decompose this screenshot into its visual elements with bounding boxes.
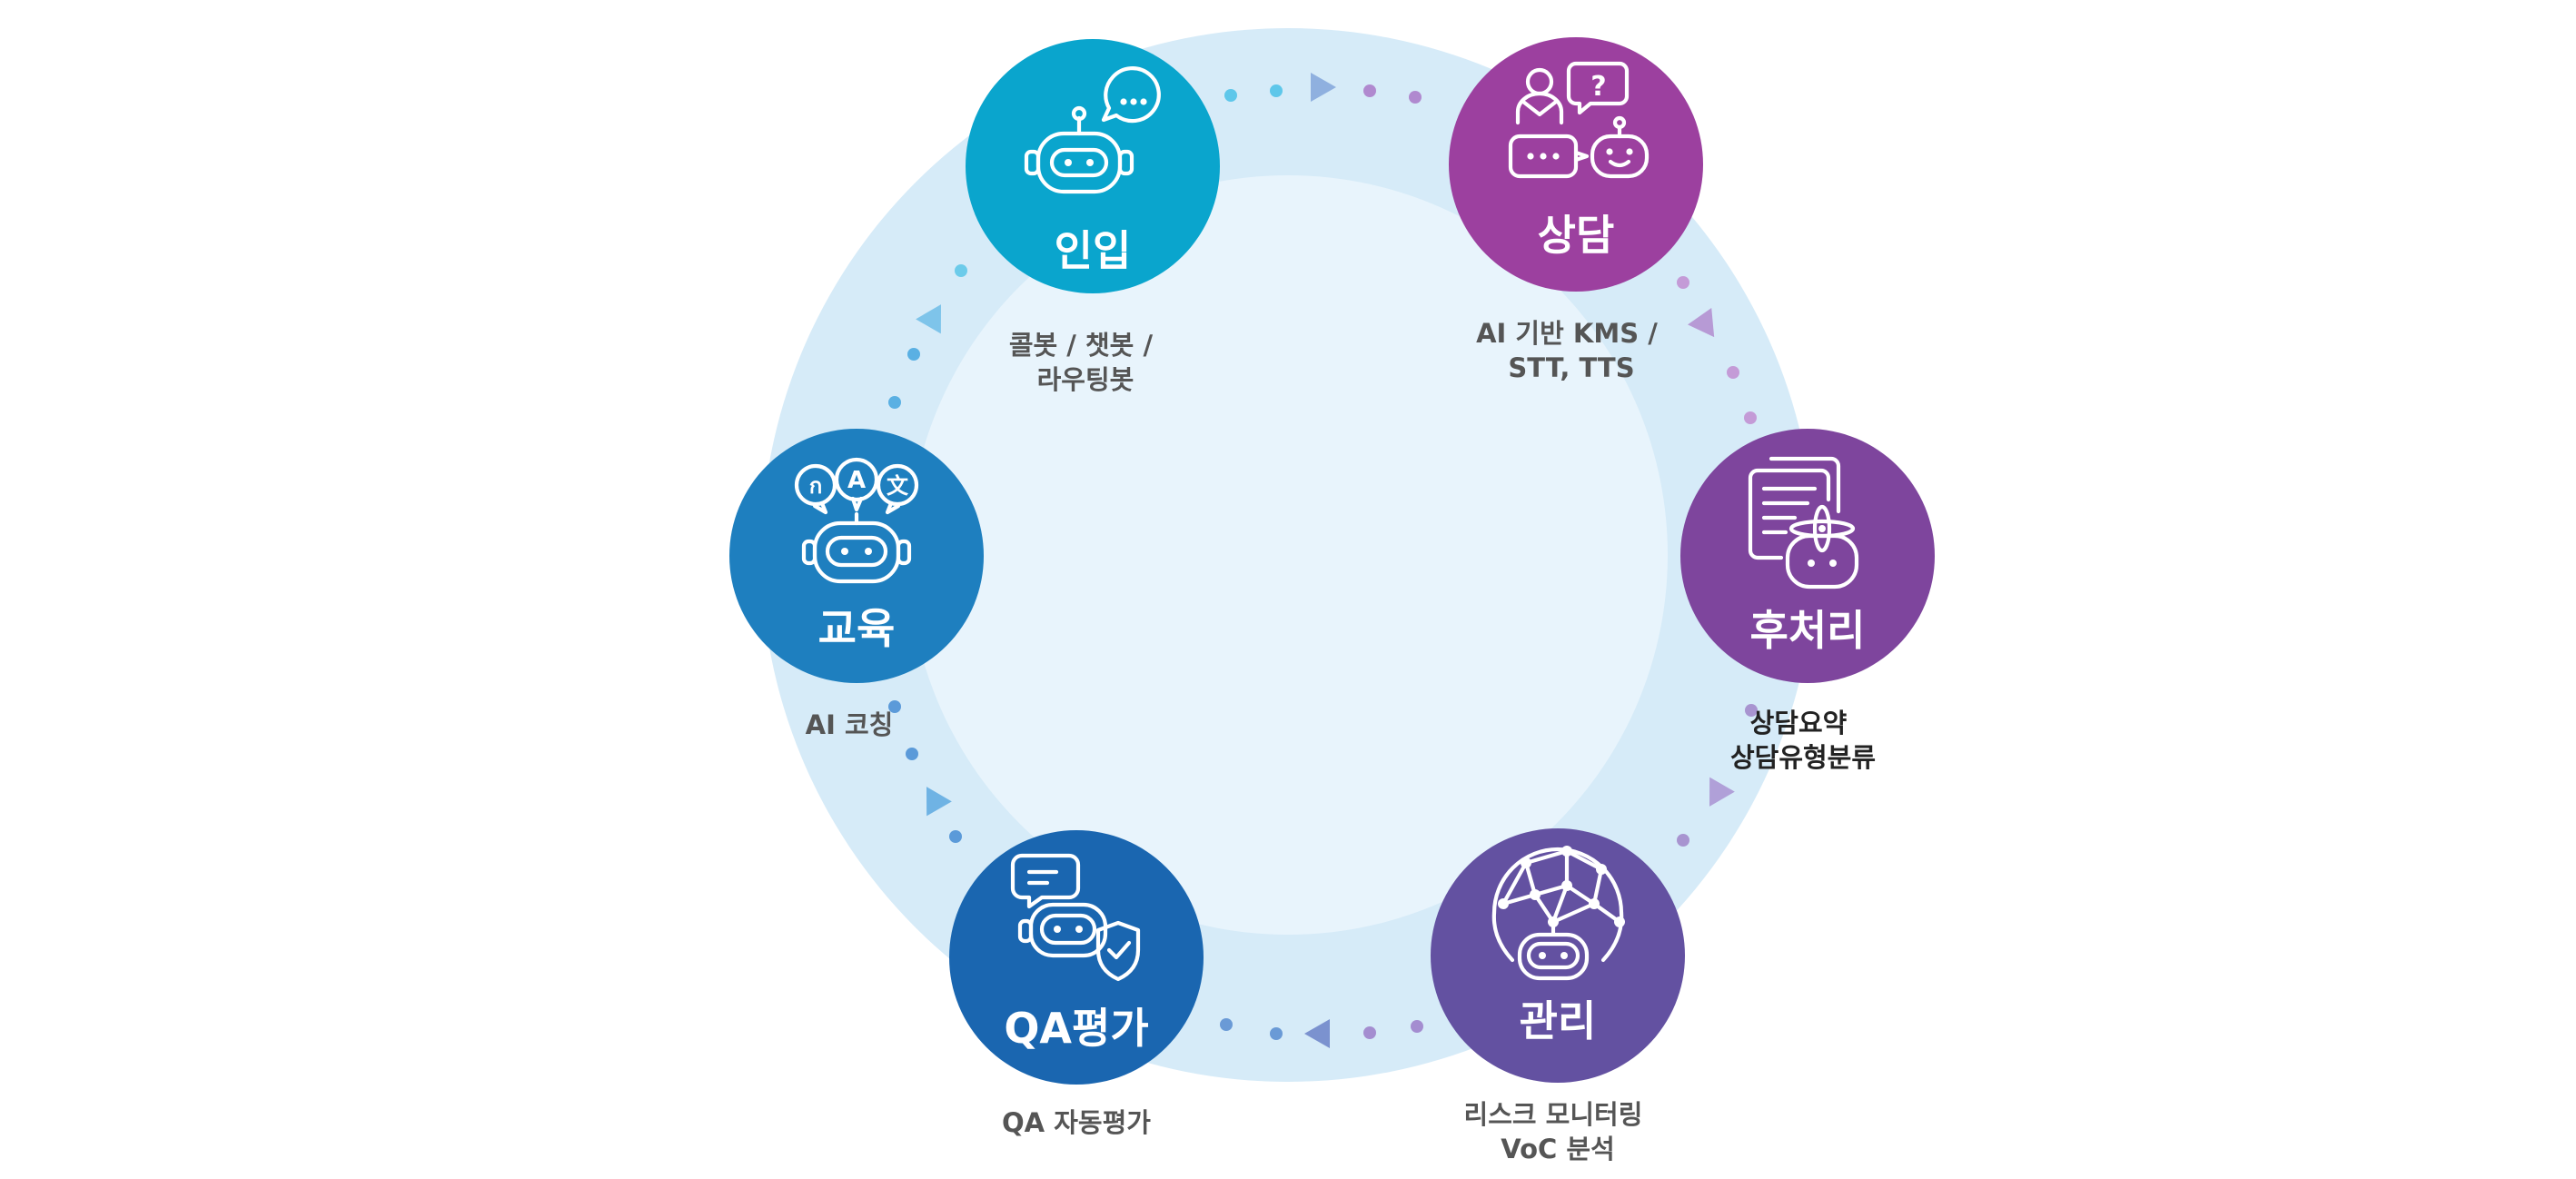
svg-text:?: ? bbox=[1590, 71, 1606, 103]
stage-caption-consult: AI 기반 KMS / STT, TTS bbox=[1476, 318, 1667, 383]
connector-dot bbox=[1677, 834, 1689, 847]
stage-title-education: 교육 bbox=[818, 604, 896, 653]
connector-dot bbox=[1363, 84, 1376, 97]
flow-arrow-icon bbox=[1304, 1019, 1330, 1048]
connector-dot bbox=[955, 264, 967, 277]
bot-shield-check-icon bbox=[1010, 853, 1141, 982]
connector-dot bbox=[1411, 1020, 1423, 1033]
flow-arrow-icon bbox=[926, 787, 952, 817]
connector-dot bbox=[906, 748, 918, 760]
connector-dot bbox=[888, 700, 901, 713]
flow-arrow-icon bbox=[1709, 777, 1735, 807]
stage-caption-manage: 리스크 모니터링 VoC 분석 bbox=[1464, 1099, 1652, 1164]
agent-bot-conversation-icon: ? bbox=[1508, 61, 1650, 179]
svg-text:ก: ก bbox=[809, 473, 823, 499]
svg-text:A: A bbox=[847, 467, 866, 494]
chatbot-speech-icon bbox=[1024, 66, 1161, 194]
stage-circle-postprocess bbox=[1680, 429, 1935, 683]
connector-dot bbox=[1727, 366, 1739, 379]
connector-dot bbox=[1745, 704, 1758, 717]
stage-node-postprocess[interactable]: 후처리 bbox=[1680, 429, 1935, 683]
connector-dot bbox=[907, 348, 920, 361]
stage-title-postprocess: 후처리 bbox=[1750, 606, 1866, 655]
connector-dot bbox=[1677, 276, 1689, 289]
stage-node-intake[interactable]: 인입 bbox=[966, 39, 1220, 293]
connector-dot bbox=[1220, 1018, 1233, 1031]
connector-dot bbox=[1744, 411, 1757, 424]
stage-title-consult: 상담 bbox=[1538, 211, 1615, 260]
connector-dot bbox=[1409, 91, 1422, 104]
connector-dot bbox=[1270, 1027, 1283, 1040]
stage-title-intake: 인입 bbox=[1055, 226, 1132, 275]
stage-caption-qa: QA 자동평가 bbox=[1002, 1107, 1151, 1138]
flow-arrow-icon bbox=[1311, 73, 1336, 102]
stage-circle-education bbox=[729, 429, 984, 683]
document-summary-bot-icon bbox=[1748, 456, 1859, 590]
connector-dot bbox=[888, 396, 901, 409]
flow-arrow-icon bbox=[1688, 307, 1715, 338]
stage-circle-manage bbox=[1431, 828, 1685, 1083]
stage-node-qa[interactable]: QA평가 bbox=[949, 830, 1204, 1085]
connector-dot bbox=[1363, 1026, 1376, 1039]
stage-caption-postprocess: 상담요약 상담유형분류 bbox=[1730, 708, 1876, 773]
svg-text:文: 文 bbox=[887, 473, 909, 499]
flow-connectors bbox=[888, 73, 1758, 1048]
stage-node-manage[interactable]: 관리 bbox=[1431, 828, 1685, 1083]
connector-dot bbox=[949, 830, 962, 843]
connector-dot bbox=[1270, 84, 1283, 97]
stage-node-education[interactable]: ก A 文 교육 bbox=[729, 429, 984, 683]
stage-node-consult[interactable]: ? 상담 bbox=[1449, 37, 1703, 292]
stage-title-qa: QA평가 bbox=[1004, 1004, 1148, 1053]
connector-dot bbox=[1224, 89, 1237, 102]
stage-caption-education: AI 코칭 bbox=[806, 709, 894, 740]
stage-title-manage: 관리 bbox=[1520, 996, 1597, 1045]
multilingual-bot-icon: ก A 文 bbox=[794, 457, 919, 584]
network-globe-bot-icon bbox=[1491, 846, 1625, 981]
flow-arrow-icon bbox=[916, 304, 941, 334]
stage-caption-intake: 콜봇 / 챗봇 / 라우팅봇 bbox=[1009, 330, 1162, 395]
inner-disc bbox=[908, 175, 1668, 935]
